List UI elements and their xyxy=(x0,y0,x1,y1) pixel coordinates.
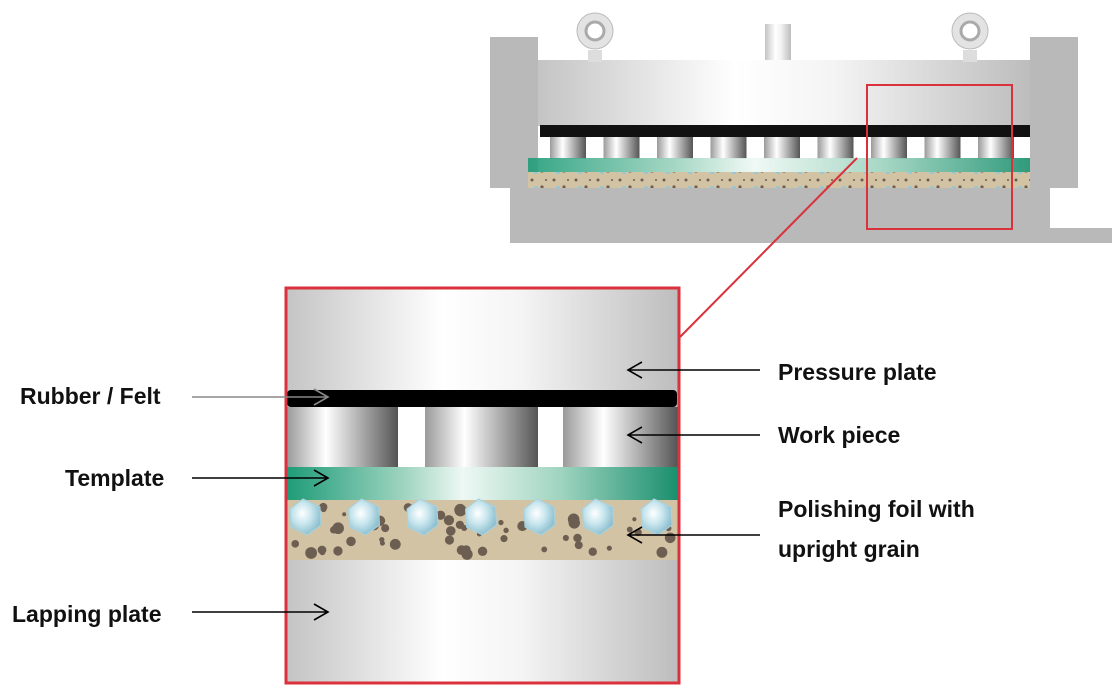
particle xyxy=(443,515,455,526)
machine-overview xyxy=(490,12,1112,243)
particle xyxy=(342,512,347,517)
label-rubber-felt: Rubber / Felt xyxy=(20,383,161,409)
work-piece-small xyxy=(924,137,961,159)
arrow-right-icon xyxy=(192,469,330,487)
particle xyxy=(333,546,343,556)
center-shaft xyxy=(765,24,791,60)
right-frame-pillar xyxy=(1030,37,1078,188)
arrow-left-icon xyxy=(626,426,760,444)
particle xyxy=(435,510,446,520)
particle xyxy=(541,546,548,553)
particle xyxy=(454,503,467,516)
rubber-felt-overview xyxy=(540,125,1030,137)
particle xyxy=(329,526,338,534)
particle xyxy=(667,536,673,542)
grain xyxy=(406,498,439,536)
label-pressure-plate: Pressure plate xyxy=(778,359,937,385)
particle xyxy=(626,526,633,533)
work-piece-small xyxy=(871,137,907,159)
particle xyxy=(389,538,401,550)
particle xyxy=(346,536,356,547)
detail-frame xyxy=(284,286,681,685)
particle xyxy=(305,547,318,559)
particle xyxy=(606,545,612,551)
label-polishing-foil-line2: upright grain xyxy=(778,536,920,562)
work-piece xyxy=(563,407,678,467)
lapping-plate-detail xyxy=(287,560,678,682)
label-template: Template xyxy=(65,465,164,491)
work-piece xyxy=(287,407,398,467)
detail-view xyxy=(284,286,681,685)
eye-bolt-icon xyxy=(576,12,614,62)
grain xyxy=(523,498,556,536)
particle xyxy=(444,535,455,545)
grain xyxy=(347,498,381,536)
particle xyxy=(455,520,465,530)
template-overview xyxy=(528,158,1030,172)
work-piece-small xyxy=(817,137,854,159)
particle xyxy=(503,527,509,534)
label-work-piece: Work piece xyxy=(778,422,900,448)
particle xyxy=(319,549,326,556)
grain xyxy=(289,498,322,536)
label-polishing-foil-line1: Polishing foil with xyxy=(778,496,975,522)
work-piece-small xyxy=(657,137,693,159)
work-pieces-overview xyxy=(550,137,1014,159)
particle xyxy=(588,547,597,556)
arrow-left-icon xyxy=(626,526,760,544)
polishing-foil-overview xyxy=(528,172,1030,188)
particle xyxy=(379,540,385,546)
particle xyxy=(574,541,583,550)
grain xyxy=(464,498,498,536)
particle xyxy=(381,524,390,533)
pressure-plate-overview xyxy=(538,60,1030,126)
particle xyxy=(632,517,637,522)
zoom-region-box xyxy=(866,84,1013,230)
particle xyxy=(456,545,467,556)
particle xyxy=(500,535,508,543)
eye-bolt-icon xyxy=(951,12,989,62)
work-piece-small xyxy=(603,137,640,159)
particle xyxy=(445,526,456,536)
label-arrows xyxy=(192,361,760,621)
arrow-right-icon xyxy=(192,603,330,621)
upright-grains xyxy=(289,498,673,536)
particle xyxy=(291,540,300,548)
zoom-connector-line xyxy=(679,157,858,338)
particle xyxy=(568,517,580,529)
particle xyxy=(562,534,569,542)
particle xyxy=(477,546,488,557)
template-detail xyxy=(287,467,678,500)
base xyxy=(510,188,1050,243)
base-step xyxy=(1050,228,1112,243)
rubber-felt-detail xyxy=(287,390,677,407)
particle xyxy=(573,533,582,543)
work-piece xyxy=(425,407,538,467)
particle xyxy=(320,506,327,513)
grain xyxy=(581,498,615,536)
arrow-left-icon xyxy=(626,361,760,379)
particle xyxy=(656,546,668,558)
work-piece-small xyxy=(764,137,800,159)
work-piece-small xyxy=(978,137,1014,159)
arrow-right-icon xyxy=(192,388,330,406)
particle xyxy=(498,519,504,526)
work-piece-small xyxy=(550,137,586,159)
work-piece-small xyxy=(710,137,747,159)
label-lapping-plate: Lapping plate xyxy=(12,601,162,627)
